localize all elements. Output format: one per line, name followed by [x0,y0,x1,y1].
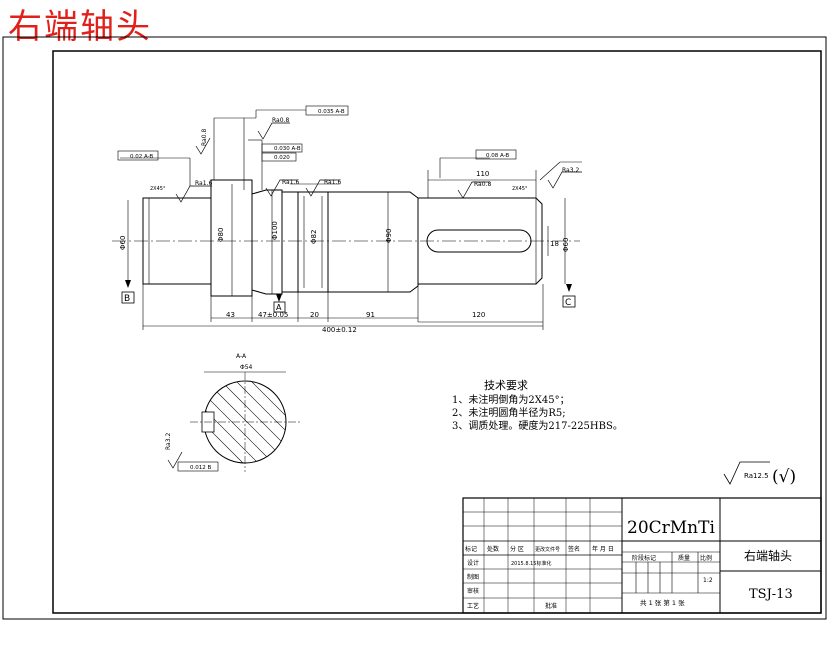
chamfer-1: 2X45° [150,186,166,192]
datum-b: B [124,294,130,304]
lbl-weight: 质量 [678,554,690,562]
dim-d6: Φ60 [562,238,570,252]
dim-d5: Φ90 [385,229,393,243]
lbl-change: 更改文件号 [535,546,560,553]
main-body-section [327,191,419,293]
groove-section [281,191,299,293]
dim-d4: Φ82 [310,230,318,244]
lbl-reviewer: 审核 [467,587,479,595]
shaft-main-view [112,179,580,297]
lbl-count: 处数 [487,545,499,553]
dim-l2: 47±0.05 [258,311,288,319]
drawing-number: TSJ-13 [749,587,793,602]
general-roughness-label: Ra12.5 [744,472,769,480]
note-2: 2、未注明圆角半径为R5; [452,406,566,419]
lbl-approve: 批准 [545,602,557,610]
ra-7: Ra0.8 [201,129,208,146]
lbl-standardize: 2015.8.15标准化 [511,560,551,567]
datums: B A C [121,280,576,313]
dim-d1: Φ60 [119,236,127,250]
lbl-signature: 签名 [568,545,580,553]
section-a-a: A-A Φ54 [190,353,300,472]
tol-1: 0.035 A-B [318,109,345,115]
tolerance-frames: 0.035 A-B 0.030 A-B 0.020 0.02 A-B 0.08 … [117,105,517,472]
outer-border [2,36,827,620]
section-label: A-A [236,353,247,360]
sheets: 共 1 张 第 1 张 [640,598,685,607]
ra-2: Ra0.8 [272,117,289,124]
tol-4: 0.02 A-B [130,154,153,160]
datum-a: A [276,303,282,312]
dim-d3: Φ100 [271,221,279,240]
dim-l3: 20 [310,311,319,319]
drawing-heading: 右端轴头 [8,7,152,47]
key-shaft-section [417,197,543,285]
part-name: 右端轴头 [744,548,792,563]
tol-5: 0.08 A-B [486,153,509,159]
roughness-labels: Ra1.6 Ra0.8 Ra1.6 Ra1.6 Ra0.8 Ra3.2 Ra0.… [150,117,579,450]
dim-l4: 91 [366,311,375,319]
dimension-texts: Φ80 Φ100 Φ82 Φ90 Φ60 Φ60 18 110 43 47±0.… [119,170,570,334]
lbl-process: 工艺 [467,602,479,610]
material: 20CrMnTi [627,518,715,538]
ra-1: Ra1.6 [195,180,212,187]
roughness-symbols [167,122,582,469]
dim-l1: 43 [226,311,235,319]
note-3: 3、调质处理。硬度为217-225HBS。 [452,419,623,432]
notes-title: 技术要求 [484,379,528,392]
inner-border [52,50,822,614]
tol-6: 0.012 B [190,465,211,471]
general-roughness: Ra12.5 (√) [723,461,796,487]
lbl-ratio: 比例 [700,554,712,562]
lbl-stage: 阶段标记 [632,554,656,562]
title-block-text: 20CrMnTi 右端轴头 TSJ-13 1:2 共 1 张 第 1 张 标记 … [465,518,793,610]
dimensions [120,109,582,330]
ra-6: Ra3.2 [562,167,579,174]
note-1: 1、未注明倒角为2X45°； [452,393,570,406]
lbl-date: 年 月 日 [592,545,614,553]
ra-5: Ra0.8 [474,181,491,188]
datum-c: C [565,298,571,308]
title-block [462,497,822,614]
dim-keyway-length: 110 [476,170,489,178]
lbl-drafter: 制图 [467,573,479,581]
general-roughness-paren: (√) [772,467,796,487]
dim-d2: Φ80 [217,228,225,242]
lbl-zone: 分 区 [510,545,524,553]
shoulder-section [251,189,283,295]
dim-l5: 120 [472,311,485,319]
tol-2: 0.030 A-B [274,146,301,152]
scale: 1:2 [703,577,713,584]
keyway [426,229,532,253]
dim-total: 400±0.12 [322,326,357,334]
lbl-designer: 设计 [467,559,479,567]
chamfer-2: 2X45° [512,186,528,192]
technical-notes: 技术要求 1、未注明倒角为2X45°； 2、未注明圆角半径为R5; 3、调质处理… [452,379,623,432]
section-dim: Φ54 [240,364,253,371]
ra-8: Ra3.2 [165,433,172,450]
lbl-mark: 标记 [465,545,477,553]
dim-keyway-width: 18 [550,240,559,248]
ra-4: Ra1.6 [324,179,341,186]
ra-3: Ra1.6 [282,179,299,186]
tol-3: 0.020 [274,155,290,161]
